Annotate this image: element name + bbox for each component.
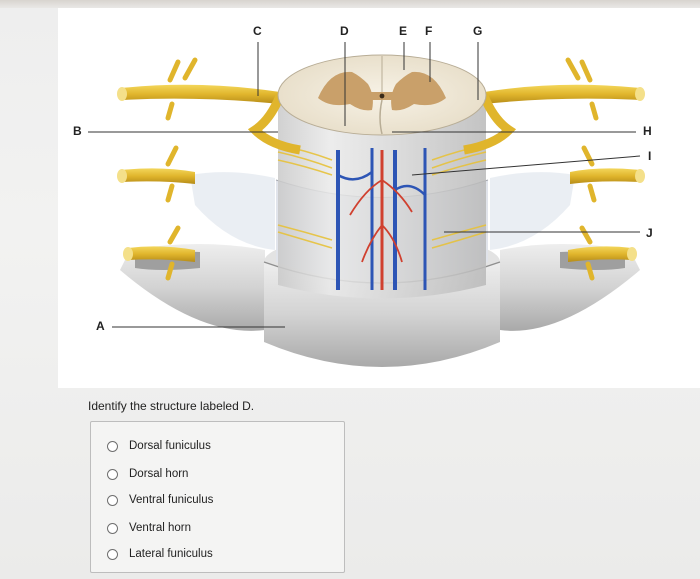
question-text: Identify the structure labeled D.	[88, 399, 255, 413]
label-g: G	[473, 24, 483, 38]
option-label: Lateral funiculus	[129, 548, 213, 560]
label-e: E	[399, 24, 408, 38]
spinal-cord-body	[277, 95, 487, 299]
blood-vessels	[336, 148, 427, 290]
spinal-nerves	[117, 57, 645, 281]
option-ventral-funiculus[interactable]: Ventral funiculus	[107, 492, 213, 508]
radio-button[interactable]	[107, 468, 118, 480]
option-label: Dorsal funiculus	[129, 440, 211, 452]
label-f: F	[425, 24, 433, 38]
spinal-cord-illustration	[88, 42, 645, 367]
option-lateral-funiculus[interactable]: Lateral funiculus	[107, 546, 213, 562]
label-b: B	[73, 124, 82, 138]
option-dorsal-funiculus[interactable]: Dorsal funiculus	[107, 438, 211, 454]
label-j: J	[646, 226, 653, 240]
radio-button[interactable]	[107, 548, 118, 560]
option-label: Ventral horn	[129, 522, 192, 534]
option-label: Dorsal horn	[129, 468, 189, 480]
option-label: Ventral funiculus	[129, 494, 214, 506]
radio-button[interactable]	[107, 522, 118, 534]
option-dorsal-horn[interactable]: Dorsal horn	[107, 466, 188, 482]
radio-button[interactable]	[107, 494, 118, 506]
label-i: I	[648, 149, 652, 163]
leader-lines	[88, 42, 641, 328]
radio-button[interactable]	[107, 440, 118, 452]
top-strip	[0, 0, 700, 8]
cord-cross-section	[277, 54, 487, 136]
option-ventral-horn[interactable]: Ventral horn	[107, 520, 191, 536]
label-c: C	[253, 24, 262, 38]
label-h: H	[643, 124, 652, 138]
label-d: D	[340, 24, 349, 38]
label-a: A	[96, 319, 105, 333]
answer-options: Dorsal funiculus Dorsal horn Ventral fun…	[90, 421, 345, 573]
